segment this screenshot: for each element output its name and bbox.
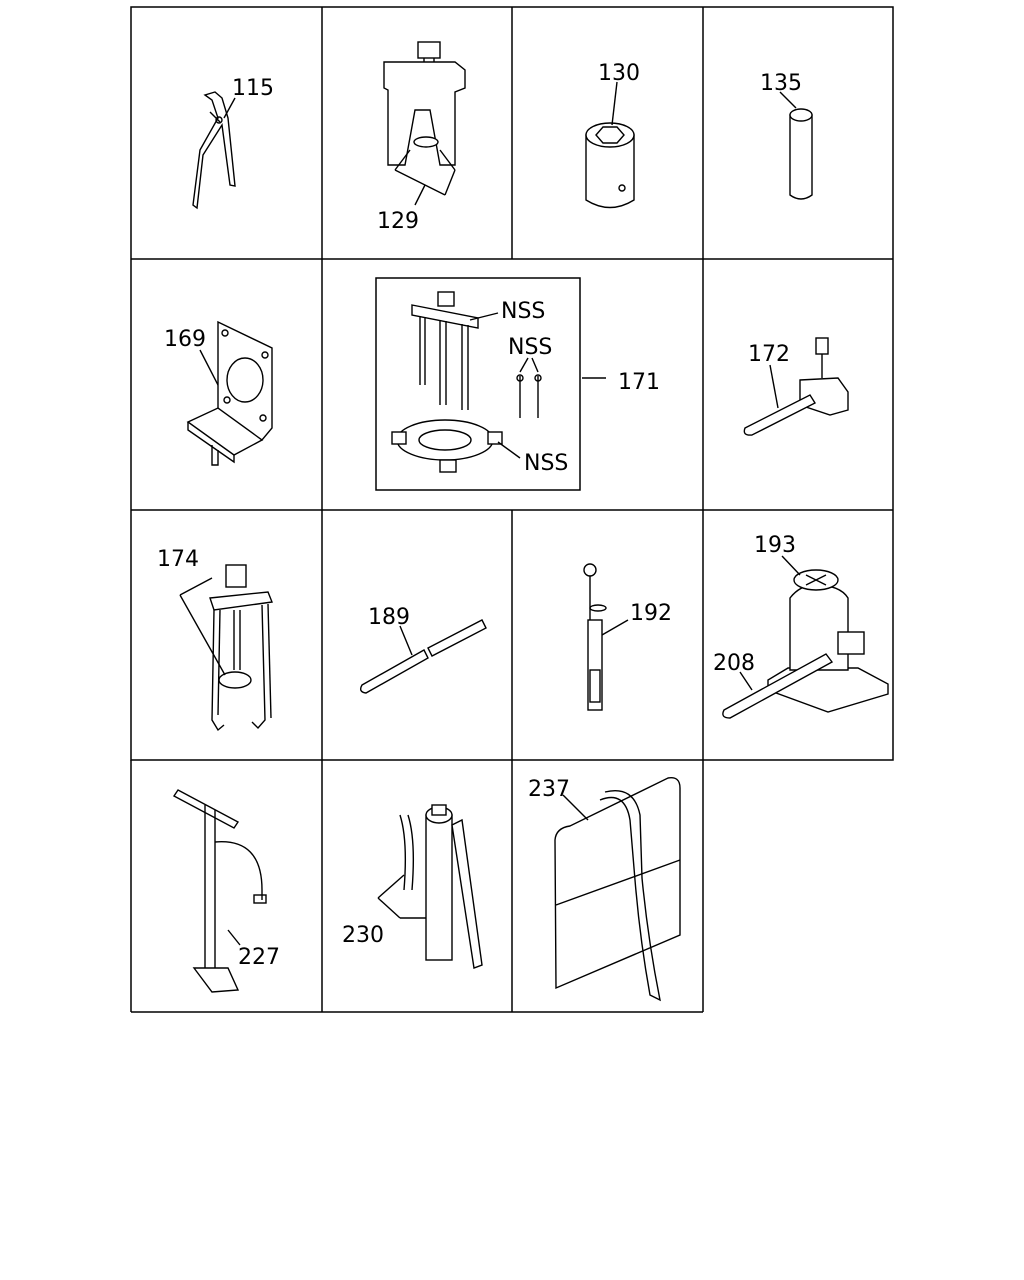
- callout-nss-bottom: NSS: [524, 451, 568, 476]
- puller-drawing: [383, 41, 466, 196]
- cell-pump-227: 227: [172, 789, 280, 993]
- callout-171: 171: [618, 370, 660, 395]
- gauge-drawing: [583, 563, 607, 711]
- callout-227: 227: [238, 945, 280, 970]
- wrench-drawing: [743, 337, 849, 436]
- callout-135: 135: [760, 71, 802, 96]
- bracket-drawing: [186, 320, 273, 466]
- socket-drawing: [585, 122, 635, 209]
- cell-socket-130: 130: [585, 61, 640, 209]
- cell-separator-171: NSS NSS NSS 171: [375, 277, 660, 491]
- grease-gun-drawing: [399, 804, 483, 969]
- cell-wrench-172: 172: [743, 337, 849, 436]
- callout-208: 208: [713, 651, 755, 676]
- callout-129: 129: [377, 209, 419, 234]
- cell-grease-gun-230: 230: [342, 804, 483, 969]
- kit-box: [375, 277, 581, 491]
- callout-169: 169: [164, 327, 206, 352]
- callout-230: 230: [342, 923, 384, 948]
- cell-jack-193: 193 208: [713, 533, 889, 719]
- cell-pliers-115: 115: [192, 76, 274, 210]
- callout-192: 192: [630, 601, 672, 626]
- callout-115: 115: [232, 76, 274, 101]
- cell-puller-129: 129: [377, 41, 466, 234]
- cell-bracket-169: 169: [164, 320, 273, 466]
- callout-nss-top: NSS: [501, 299, 545, 324]
- cell-gauge-192: 192: [583, 563, 672, 711]
- callout-172: 172: [748, 342, 790, 367]
- cell-puller-174: 174: [157, 547, 273, 732]
- cell-bar-189: 189: [359, 605, 487, 694]
- bar-drawing: [359, 619, 487, 694]
- callout-nss-pins: NSS: [508, 335, 552, 360]
- puller2-drawing: [209, 564, 273, 732]
- callout-130: 130: [598, 61, 640, 86]
- pliers-drawing: [192, 91, 236, 210]
- pin-drawing: [789, 108, 813, 200]
- jack-drawing: [722, 569, 889, 719]
- cell-pin-135: 135: [760, 71, 813, 200]
- callout-174: 174: [157, 547, 199, 572]
- separator-drawing: [391, 291, 542, 473]
- callout-189: 189: [368, 605, 410, 630]
- grid-lines: [130, 6, 894, 1013]
- callout-193: 193: [754, 533, 796, 558]
- callout-237: 237: [528, 777, 570, 802]
- tool-bag-drawing: [554, 777, 681, 1002]
- pump-drawing: [172, 789, 267, 993]
- cell-tool-bag-237: 237: [528, 777, 681, 1002]
